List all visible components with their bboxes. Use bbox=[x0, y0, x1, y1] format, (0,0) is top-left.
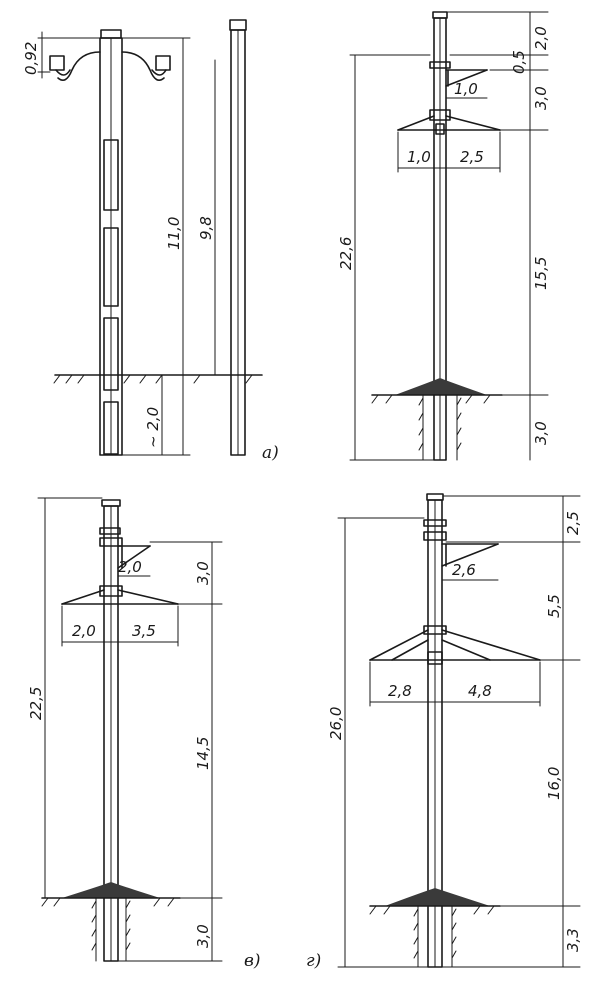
dim-a-depth: ~ 2,0 bbox=[144, 407, 162, 448]
dim-g-mid: 5,5 bbox=[545, 594, 563, 618]
dim-g-total: 26,0 bbox=[327, 707, 345, 740]
panel-b: 22,6 2,0 0,5 3,0 15,5 3,0 1,0 1,0 2,5 bbox=[337, 11, 550, 461]
dim-g-upper-arm: 2,6 bbox=[452, 561, 476, 579]
dim-b-mid: 3,0 bbox=[532, 86, 550, 110]
dim-v-lower-right: 3,5 bbox=[132, 622, 156, 640]
dim-a-top-offset: 0,92 bbox=[22, 42, 40, 75]
dim-g-span: 16,0 bbox=[545, 767, 563, 800]
dim-b-lower-right: 2,5 bbox=[460, 148, 484, 166]
dim-a-height-total: 11,0 bbox=[165, 217, 183, 250]
dim-g-depth: 3,3 bbox=[564, 928, 582, 952]
dim-v-depth: 3,0 bbox=[194, 924, 212, 948]
panel-a-label: а) bbox=[262, 443, 279, 463]
panel-a: 0,92 11,0 9,8 ~ 2,0 а) bbox=[22, 19, 279, 463]
dim-g-lower-right: 4,8 bbox=[468, 682, 492, 700]
panel-v: 22,5 3,0 14,5 3,0 2,0 2,0 3,5 в) bbox=[27, 497, 261, 971]
dim-v-mid: 3,0 bbox=[194, 561, 212, 585]
panel-g-label: г) bbox=[306, 951, 321, 971]
dim-b-depth: 3,0 bbox=[532, 421, 550, 445]
panel-g: 26,0 2,5 5,5 16,0 3,3 2,6 2,8 4,8 г) bbox=[306, 493, 582, 971]
dim-b-lower-left: 1,0 bbox=[407, 148, 431, 166]
panel-v-label: в) bbox=[244, 951, 261, 971]
dim-a-height-alt: 9,8 bbox=[197, 216, 215, 240]
dim-v-total: 22,5 bbox=[27, 687, 45, 720]
dim-b-upper-arm: 1,0 bbox=[454, 80, 478, 98]
dim-v-upper-arm: 2,0 bbox=[118, 558, 142, 576]
dim-g-lower-left: 2,8 bbox=[388, 682, 412, 700]
dim-b-span: 15,5 bbox=[532, 257, 550, 290]
dim-b-upper-gap: 0,5 bbox=[510, 50, 528, 74]
dim-b-top: 2,0 bbox=[532, 26, 550, 50]
dim-v-lower-left: 2,0 bbox=[72, 622, 96, 640]
dim-v-span: 14,5 bbox=[194, 737, 212, 770]
dim-g-top: 2,5 bbox=[564, 511, 582, 535]
dim-b-total: 22,6 bbox=[337, 237, 355, 270]
